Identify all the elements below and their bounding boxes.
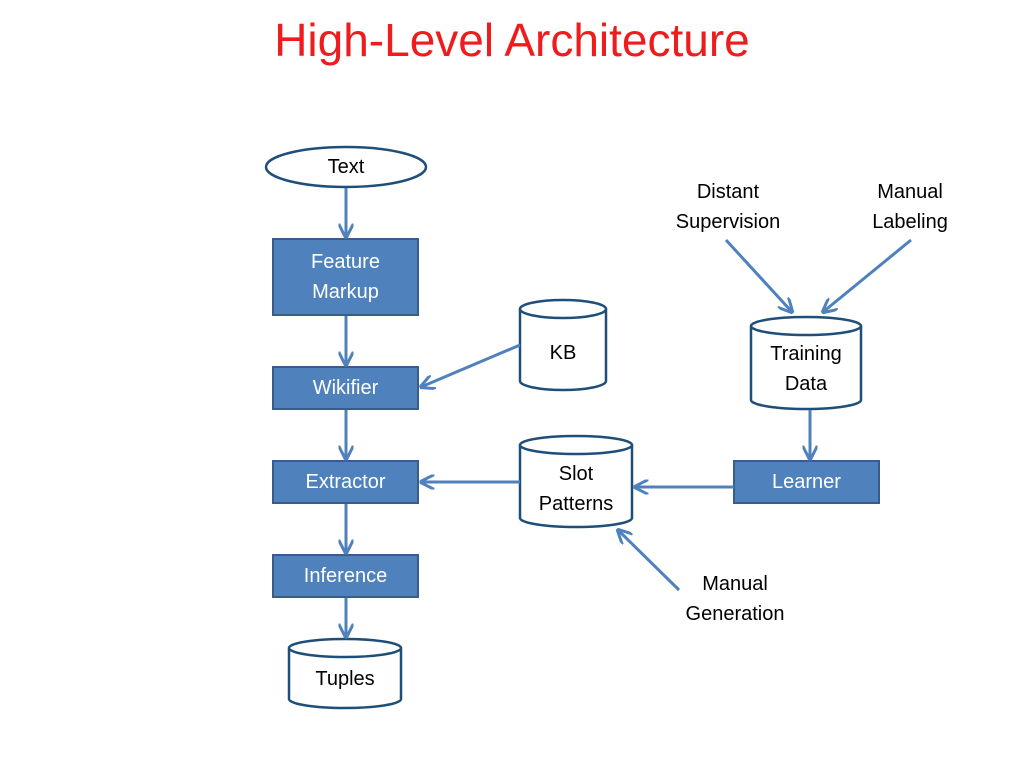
training-data-label: Training Data <box>770 343 842 395</box>
extractor-box <box>272 460 419 504</box>
slot-patterns-cylinder <box>518 434 634 529</box>
extractor-label: Extractor <box>305 471 386 493</box>
slot-patterns-label: Slot Patterns <box>538 463 614 515</box>
learner-box <box>733 460 880 504</box>
inference-box <box>272 554 419 598</box>
inference-label: Inference <box>303 565 388 587</box>
arrow-kb-to-wikifier <box>421 343 521 387</box>
manual-generation-label: Manual Generation <box>685 573 785 625</box>
slide-title: High-Level Architecture <box>274 14 750 66</box>
tuples-label: Tuples <box>315 668 375 690</box>
manual-labeling-label: Manual Labeling <box>872 181 948 233</box>
arrow-manual-labeling-to-training-data <box>823 238 912 312</box>
arrow-manual-generation-to-slot-patterns <box>618 530 681 592</box>
text-node-label: Text <box>327 156 365 178</box>
feature-markup-label: Feature Markup <box>311 251 380 303</box>
text-node-shape <box>264 145 428 189</box>
kb-label: KB <box>549 342 577 364</box>
tuples-cylinder <box>287 637 403 710</box>
arrow-distant-supervision-to-training-data <box>724 238 792 312</box>
training-data-cylinder <box>749 315 863 411</box>
wikifier-label: Wikifier <box>312 377 379 399</box>
learner-label: Learner <box>772 471 841 493</box>
kb-cylinder <box>518 298 608 392</box>
distant-supervision-label: Distant Supervision <box>675 181 781 233</box>
feature-markup-box <box>272 238 419 316</box>
